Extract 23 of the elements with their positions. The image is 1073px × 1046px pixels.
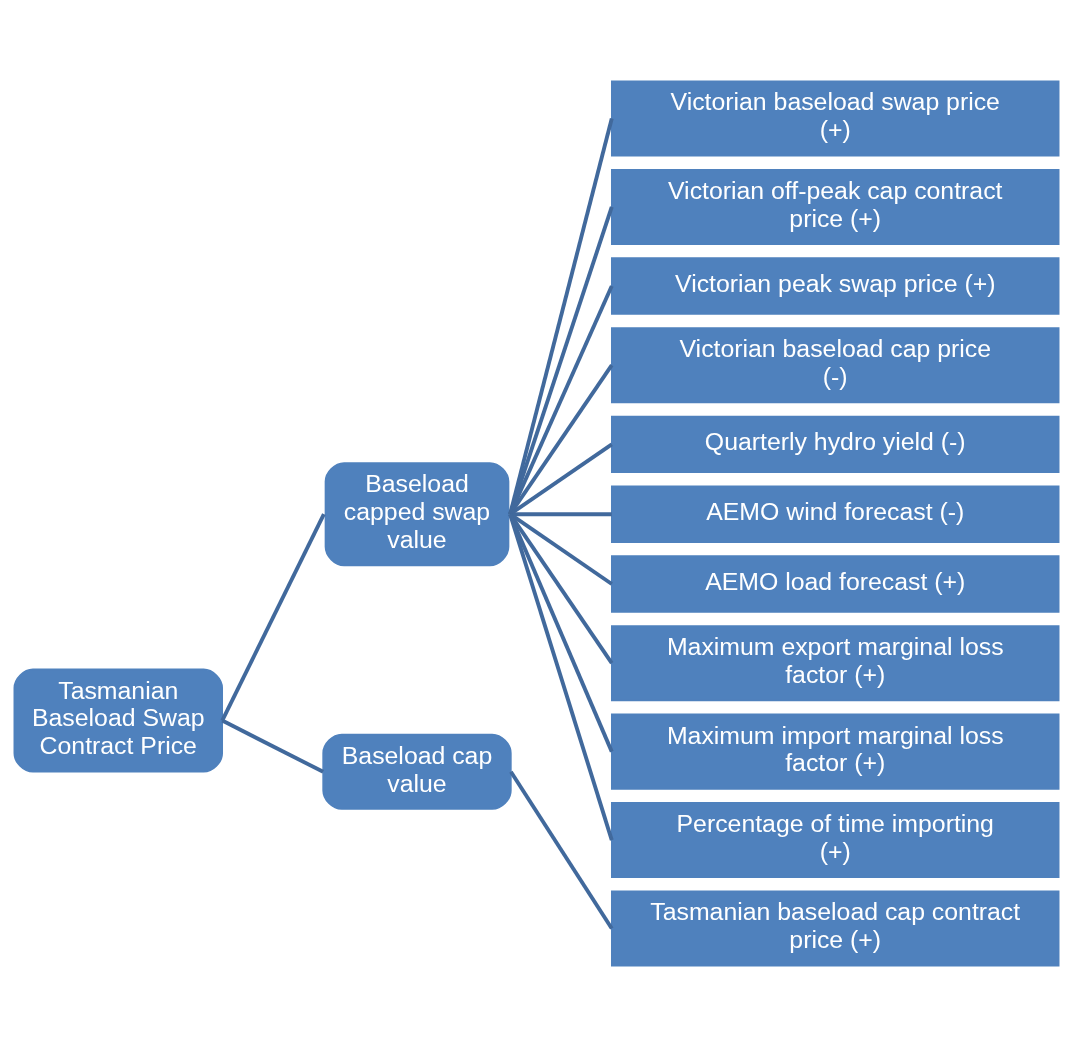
connector <box>508 512 614 664</box>
node-box: Victorian peak swap price (+) <box>611 256 1060 315</box>
node-box: Percentage of time importing (+) <box>611 801 1060 878</box>
node-box: Victorian baseload cap price (-) <box>611 326 1060 403</box>
node-box: AEMO wind forecast (-) <box>611 484 1060 543</box>
node-box: Victorian off-peak cap contract price (+) <box>611 168 1060 245</box>
node-box: Baseload capped swap value <box>324 461 510 566</box>
connector <box>508 205 614 515</box>
node-box: Tasmanian Baseload Swap Contract Price <box>13 668 223 773</box>
node-box: Victorian baseload swap price (+) <box>611 79 1060 156</box>
node-box: AEMO load forecast (+) <box>611 554 1060 613</box>
node-box: Tasmanian baseload cap contract price (+) <box>611 890 1060 967</box>
node-box: Maximum import marginal loss factor (+) <box>611 713 1060 790</box>
connector <box>508 512 614 752</box>
connector <box>508 117 614 515</box>
node-box: Baseload cap value <box>322 733 512 810</box>
connector <box>508 513 614 841</box>
connector <box>221 718 324 774</box>
node-box: Quarterly hydro yield (-) <box>611 415 1060 473</box>
connector <box>509 770 614 930</box>
connector <box>220 512 326 721</box>
connector <box>510 511 612 516</box>
node-box: Maximum export marginal loss factor (+) <box>611 624 1060 701</box>
